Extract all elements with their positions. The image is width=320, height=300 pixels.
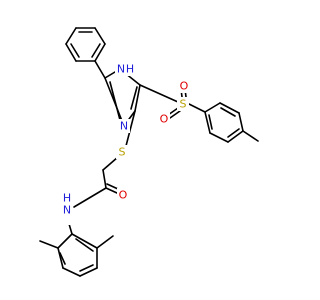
bond-aryl-43 bbox=[79, 267, 98, 277]
atom-label-layer: N H N S S O O O bbox=[61, 62, 190, 225]
bond-c-n-38 bbox=[73, 187, 107, 208]
bond-c-o-36 bbox=[105, 187, 118, 194]
atom-imidazole-n: N bbox=[118, 119, 130, 133]
bond-aryl-40 bbox=[57, 233, 73, 249]
bond-phenyl-3 bbox=[94, 43, 106, 62]
bond-aryl-inner-47 bbox=[79, 264, 94, 272]
bond-c-thioether-33 bbox=[125, 110, 136, 147]
bond-phenyl-inner-7 bbox=[91, 43, 101, 58]
bond-tolyl-24 bbox=[219, 102, 240, 114]
bond-s-o-bottom-21 bbox=[169, 110, 181, 119]
atom-imidazole-nh: N H bbox=[115, 62, 137, 76]
bond-tolyl-inner-29 bbox=[220, 107, 236, 117]
molecule-structure-diagram: N H N S S O O O bbox=[39, 27, 259, 277]
bond-tolyl-28 bbox=[204, 111, 211, 134]
bond-tolyl-inner-31 bbox=[208, 114, 213, 130]
bond-s-tolyl-22 bbox=[188, 103, 206, 113]
bond-phenyl-5 bbox=[65, 43, 77, 62]
atom-sulfonyl-o-bottom: O bbox=[158, 112, 170, 126]
atom-imidazole-n-label: N bbox=[120, 120, 128, 133]
atom-carbonyl-o-label: O bbox=[119, 189, 128, 202]
bond-phenyl-inner-8 bbox=[70, 43, 80, 58]
bond-tolyl-23 bbox=[204, 102, 221, 113]
atom-sulfonyl-s: S bbox=[177, 97, 189, 111]
atom-thioether-s: S bbox=[116, 145, 128, 159]
bond-aryl-45 bbox=[71, 233, 98, 249]
atom-sulfonyl-o-top-label: O bbox=[180, 80, 189, 93]
bond-aryl-inner-46 bbox=[59, 252, 66, 265]
bond-tolyl-methyl-32 bbox=[242, 130, 259, 142]
bond-tolyl-26 bbox=[227, 130, 244, 143]
bond-aryl-methyl-left-49 bbox=[39, 240, 59, 249]
bond-phenyl-0 bbox=[65, 27, 77, 45]
bond-tolyl-inner-30 bbox=[227, 128, 240, 138]
atom-amide-nh-h: H bbox=[63, 192, 71, 205]
atom-carbonyl-o: O bbox=[117, 188, 129, 202]
bond-c-sulfonyl-17 bbox=[139, 84, 179, 103]
bond-aryl-41 bbox=[57, 247, 64, 269]
bond-c-o-37 bbox=[106, 183, 119, 190]
atom-sulfonyl-s-label: S bbox=[180, 98, 187, 111]
bond-layer bbox=[39, 27, 259, 277]
bond-imidazole-12 bbox=[134, 84, 141, 112]
atom-sulfonyl-o-top: O bbox=[178, 79, 190, 93]
atom-sulfonyl-o-bottom-label: O bbox=[160, 113, 169, 126]
bond-tolyl-27 bbox=[209, 132, 229, 143]
atom-imidazole-nh-h: H bbox=[126, 63, 134, 76]
bond-aryl-methyl-right-50 bbox=[96, 235, 114, 249]
bond-aryl-inner-48 bbox=[75, 238, 94, 252]
bond-aryl-42 bbox=[62, 267, 81, 277]
atom-thioether-s-label: S bbox=[119, 146, 126, 159]
bond-imidazole-double-16 bbox=[130, 86, 138, 110]
bond-imidazole-double-15 bbox=[109, 81, 121, 121]
bond-ch2-carbonyl-35 bbox=[102, 169, 107, 189]
atom-amide-nh: H N bbox=[61, 192, 73, 225]
atom-imidazole-nh-n: N bbox=[117, 63, 125, 76]
bond-phenyl-imidazole-9 bbox=[94, 60, 106, 79]
bond-s-ch2-34 bbox=[102, 156, 119, 171]
bond-phenyl-2 bbox=[94, 27, 106, 45]
bond-tolyl-25 bbox=[238, 112, 244, 132]
atom-amide-nh-n: N bbox=[63, 204, 71, 217]
